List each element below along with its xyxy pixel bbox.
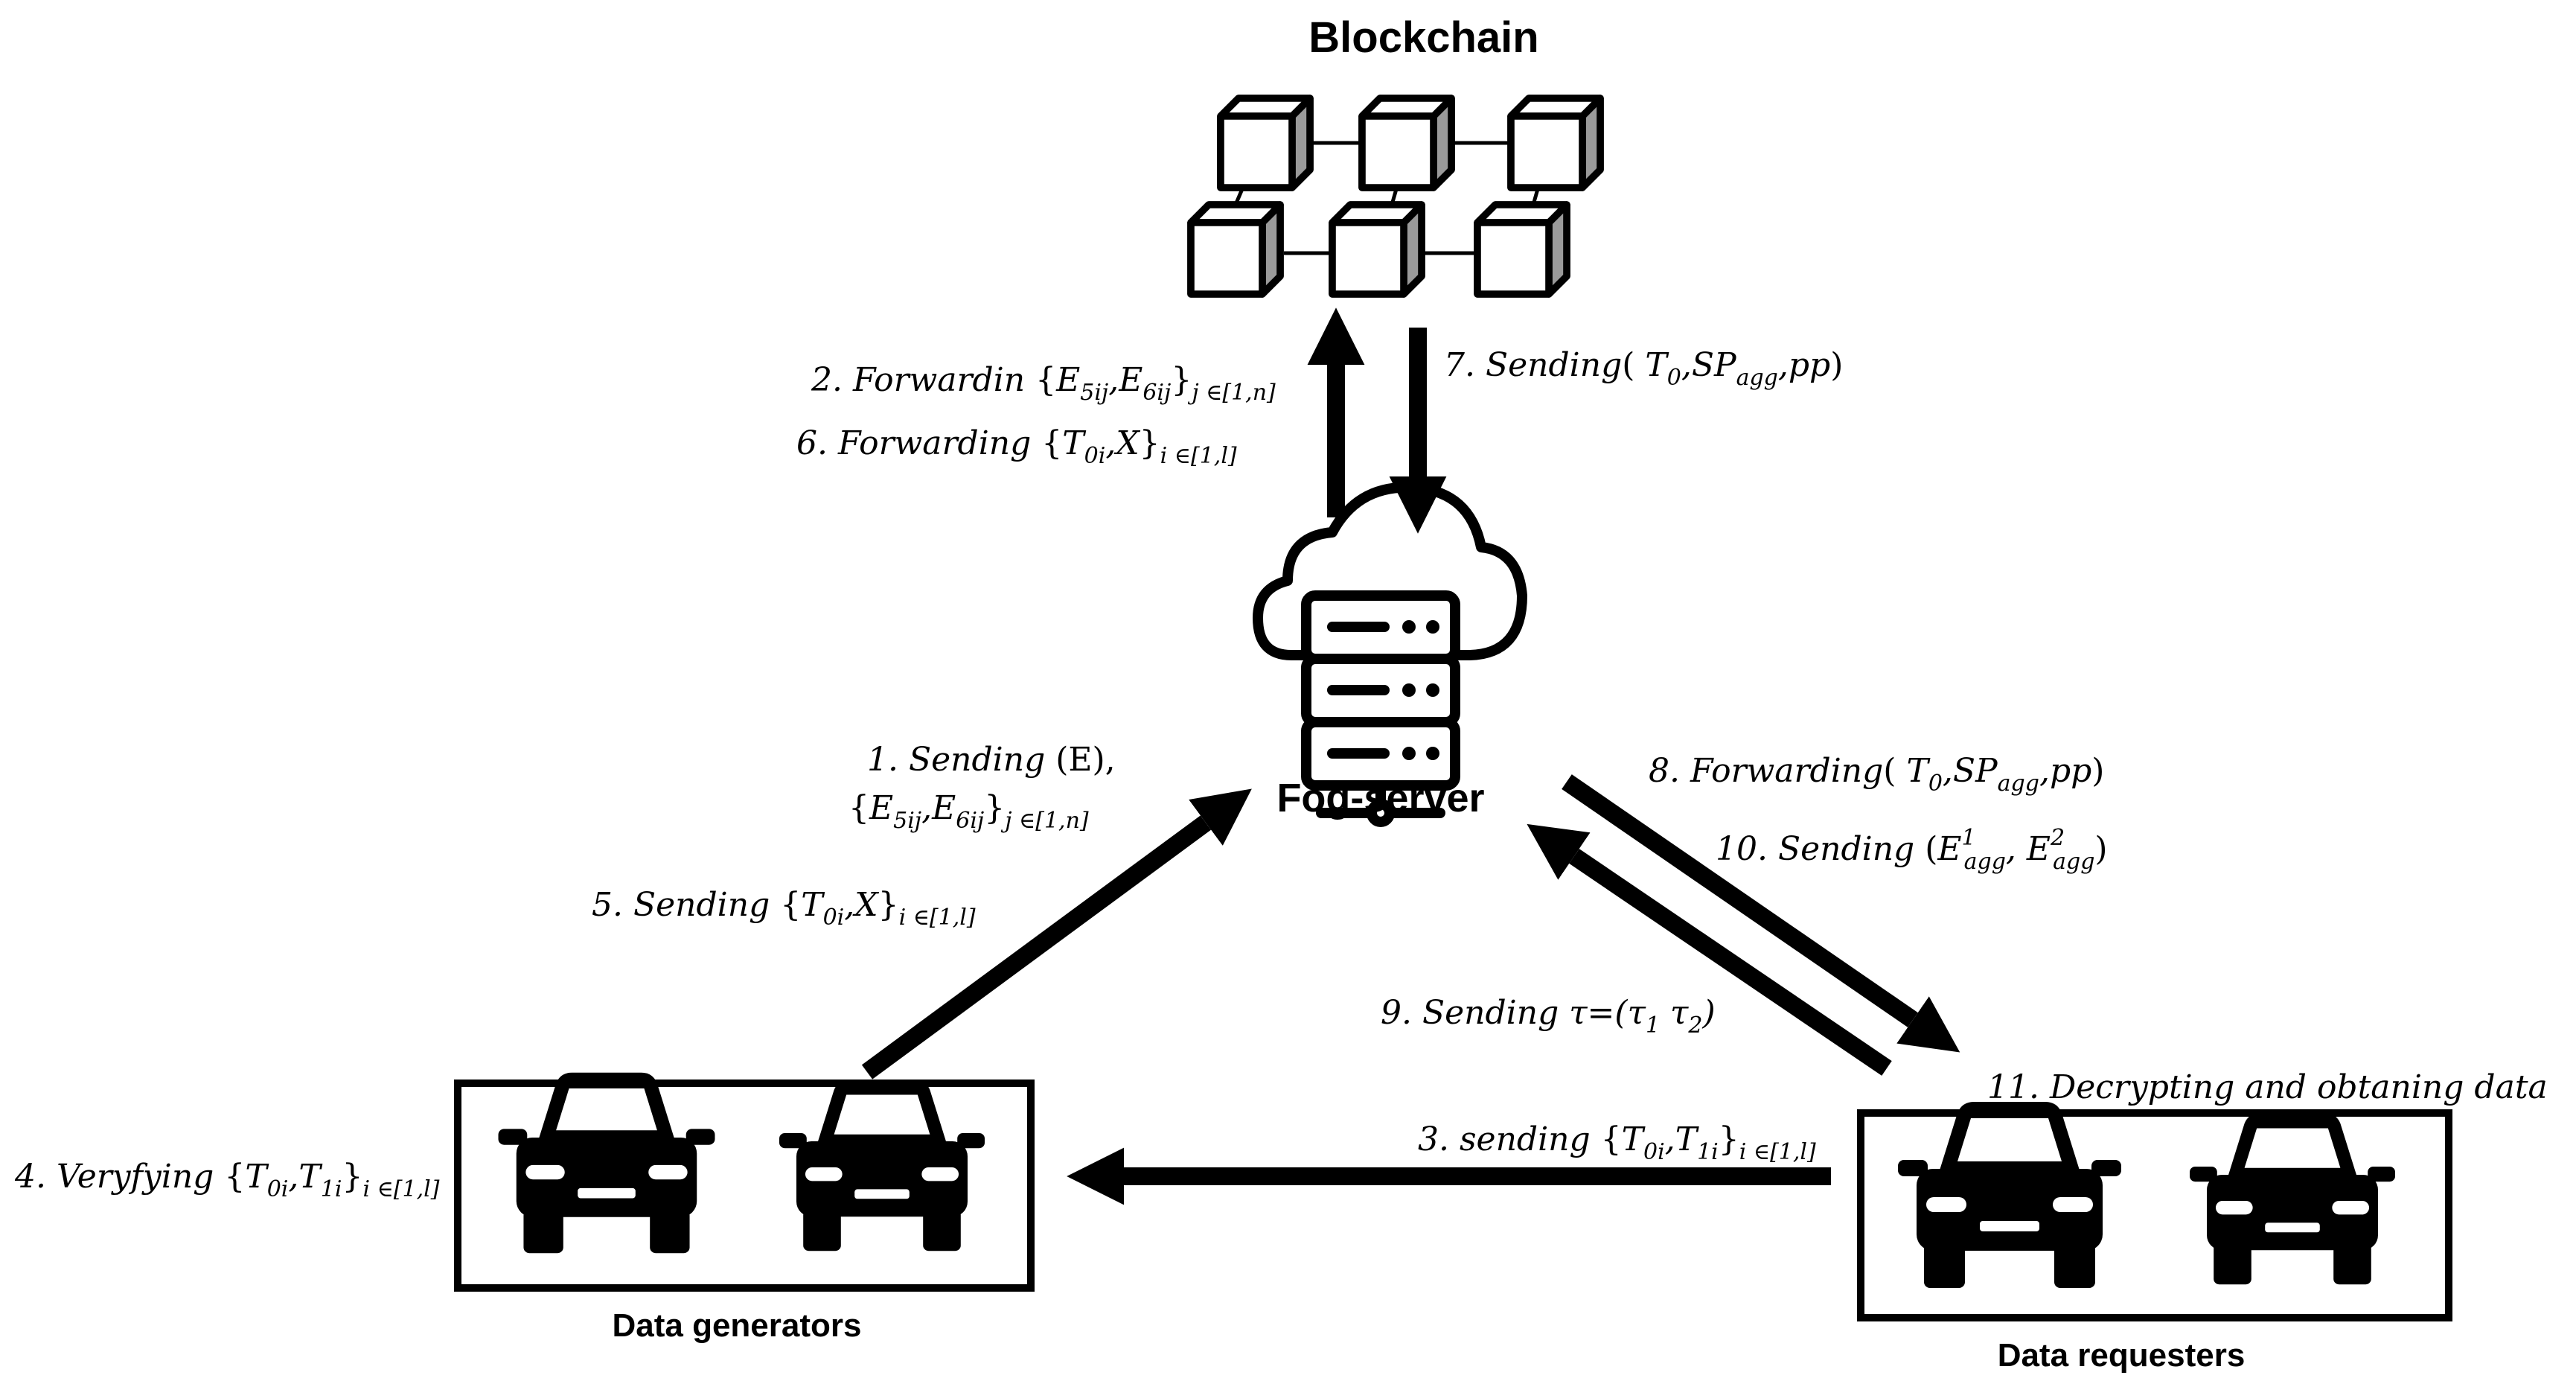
block-icon (1362, 98, 1451, 188)
block-icon (1332, 205, 1422, 294)
label-step-7: 7. Sending( T0,SPagg,pp) (1444, 346, 1843, 391)
arrow-requesters-to-fog (1527, 823, 1892, 1076)
block-icon (1191, 205, 1280, 294)
cloud-server-icon (1253, 482, 1527, 827)
label-step-3: 3. sending {T0i,T1i}i ∈[1,l] (1418, 1120, 1816, 1165)
blockchain-title: Blockchain (1308, 13, 1538, 62)
block-icon (1477, 205, 1567, 294)
data-requesters-title: Data requesters (1998, 1337, 2246, 1374)
label-step-9: 9. Sending τ=(τ1 τ2) (1381, 994, 1716, 1039)
data-requesters-box (1857, 1109, 2452, 1321)
data-generators-title: Data generators (612, 1307, 861, 1344)
label-step-11: 11. Decrypting and obtaning data (1987, 1068, 2548, 1106)
car-icon (498, 1072, 715, 1254)
label-step-5: 5. Sending {T0i,X}i ∈[1,l] (592, 886, 976, 931)
block-icon (1221, 98, 1310, 188)
block-icon (1511, 98, 1600, 188)
server-led-dots (1402, 620, 1439, 760)
fog-server-title: Fog-server (1276, 776, 1484, 820)
arrow-generators-to-fog (861, 788, 1252, 1080)
label-step-6: 6. Forwarding {T0i,X}i ∈[1,l] (796, 424, 1237, 469)
car-icon (779, 1080, 985, 1251)
label-step-4: 4. Veryfying {T0i,T1i}i ∈[1,l] (14, 1158, 440, 1202)
label-step-1-continued: {E5ij,E6ij}j ∈[1,n] (848, 789, 1089, 834)
data-generators-box (454, 1080, 1035, 1292)
car-icon (1898, 1102, 2121, 1288)
label-step-1: 1. Sending (E), (867, 741, 1116, 779)
arrow-fog-to-requesters (1562, 774, 1960, 1053)
label-step-2: 2. Forwardin {E5ij,E6ij}j ∈[1,n] (811, 361, 1276, 406)
label-step-8: 8. Forwarding( T0,SPagg,pp) (1649, 752, 2104, 797)
car-icon (2190, 1113, 2395, 1285)
